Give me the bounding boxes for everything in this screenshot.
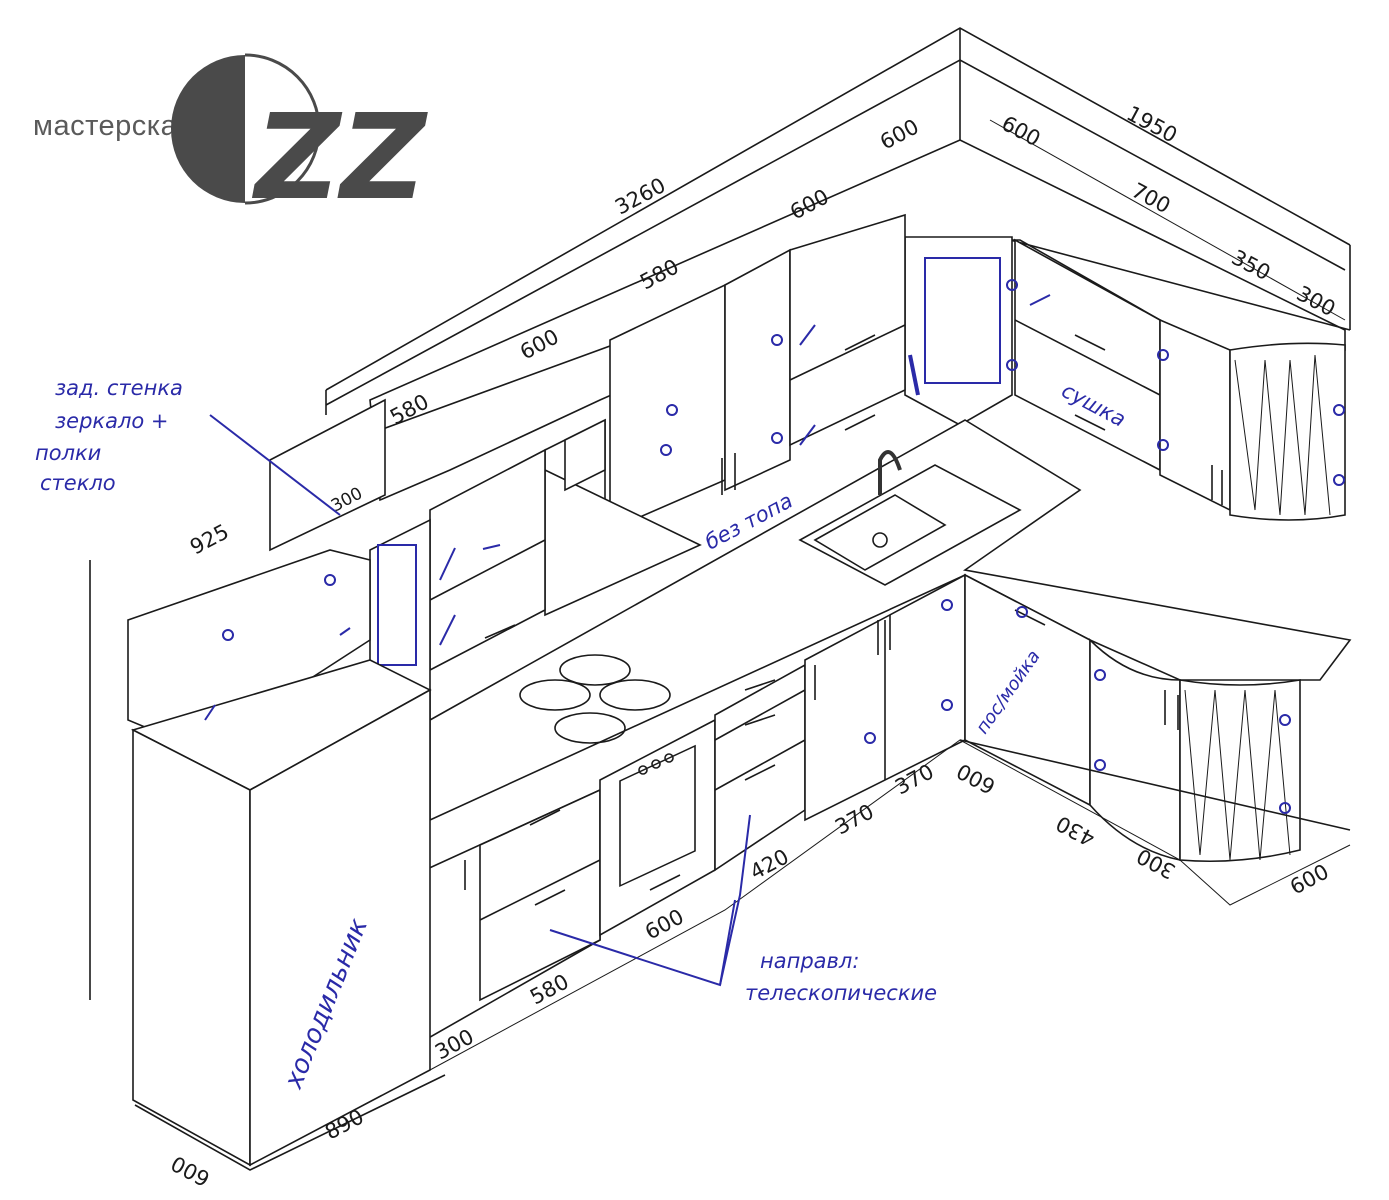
floor-dimension-lines — [134, 739, 1351, 1171]
logo-text: мастерская — [33, 110, 194, 142]
note-rails: направл: — [760, 949, 859, 973]
note-telescopic: телескопические — [745, 981, 937, 1005]
dim-700: 700 — [1128, 178, 1175, 218]
dim-925: 925 — [186, 519, 233, 559]
note-shelves: полки — [35, 441, 101, 465]
dim-600-d: 600 — [998, 111, 1045, 151]
logo-brand: ZZ — [251, 88, 429, 226]
fridge — [89, 560, 432, 1167]
note-glass: стекло — [40, 471, 116, 495]
dim-370-a: 370 — [831, 799, 878, 839]
outline-top — [325, 27, 1351, 415]
dim-600-right: 600 — [953, 759, 1000, 799]
countertop — [429, 419, 1352, 822]
lower-cabinets — [424, 573, 1301, 1042]
note-mirror: зеркало + — [55, 409, 169, 433]
upper-cabinets — [127, 139, 1351, 842]
dim-600-end: 600 — [1286, 859, 1333, 899]
note-back-wall: зад. стенка — [55, 376, 183, 400]
dim-600-a: 600 — [876, 114, 923, 154]
dim-3260: 3260 — [611, 173, 669, 219]
dim-600-base: 600 — [641, 904, 688, 944]
logo-mark: ZZ — [171, 53, 429, 226]
dim-600-fridge: 600 — [167, 1151, 214, 1191]
dim-1950: 1950 — [1123, 101, 1181, 147]
dim-430: 430 — [1052, 811, 1099, 851]
